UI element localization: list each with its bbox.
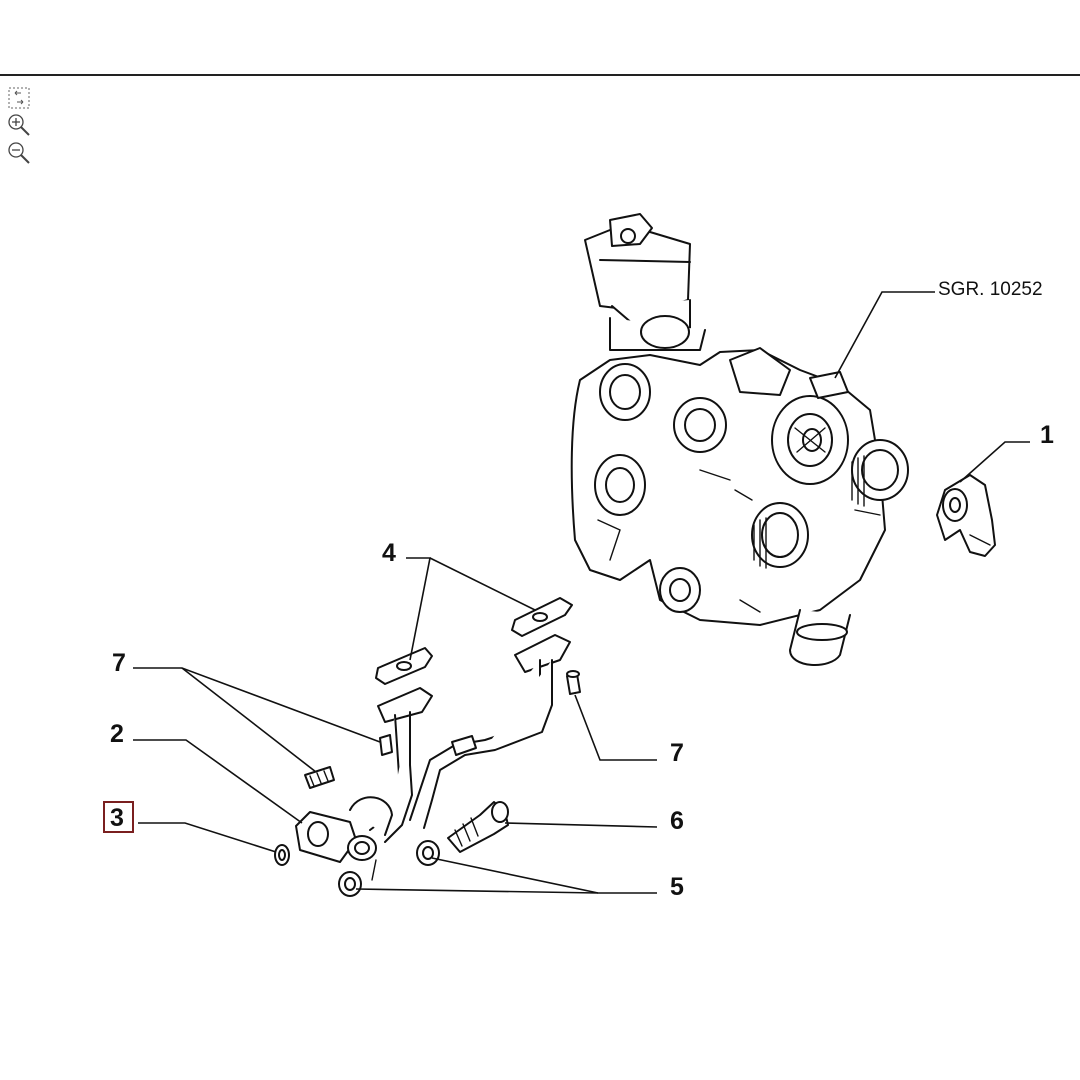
zoom-out-button[interactable] — [6, 140, 32, 164]
callout-6[interactable]: 6 — [670, 807, 684, 835]
zoom-out-icon — [8, 142, 30, 164]
zoom-in-button[interactable] — [6, 112, 32, 136]
part-1-elbow-fitting — [936, 474, 996, 557]
callout-1[interactable]: 1 — [1040, 421, 1054, 449]
callout-7-right[interactable]: 7 — [670, 739, 684, 767]
fit-page-button[interactable] — [6, 86, 32, 110]
reference-label-sgr: SGR. 10252 — [938, 279, 1043, 300]
callout-2[interactable]: 2 — [110, 720, 124, 748]
callout-3[interactable]: 3 — [110, 804, 124, 832]
callout-7-left[interactable]: 7 — [112, 649, 126, 677]
callout-5[interactable]: 5 — [670, 873, 684, 901]
callout-3-selected[interactable]: 3 — [103, 801, 134, 833]
callout-4[interactable]: 4 — [382, 539, 396, 567]
fit-page-icon — [8, 87, 30, 109]
leader-lines — [133, 291, 1030, 894]
zoom-in-icon — [8, 114, 30, 136]
turbocharger-assembly — [570, 213, 909, 667]
callout-3-highlight-box — [103, 801, 134, 833]
header-divider — [0, 74, 1080, 76]
oil-pipe-assembly — [274, 597, 581, 897]
